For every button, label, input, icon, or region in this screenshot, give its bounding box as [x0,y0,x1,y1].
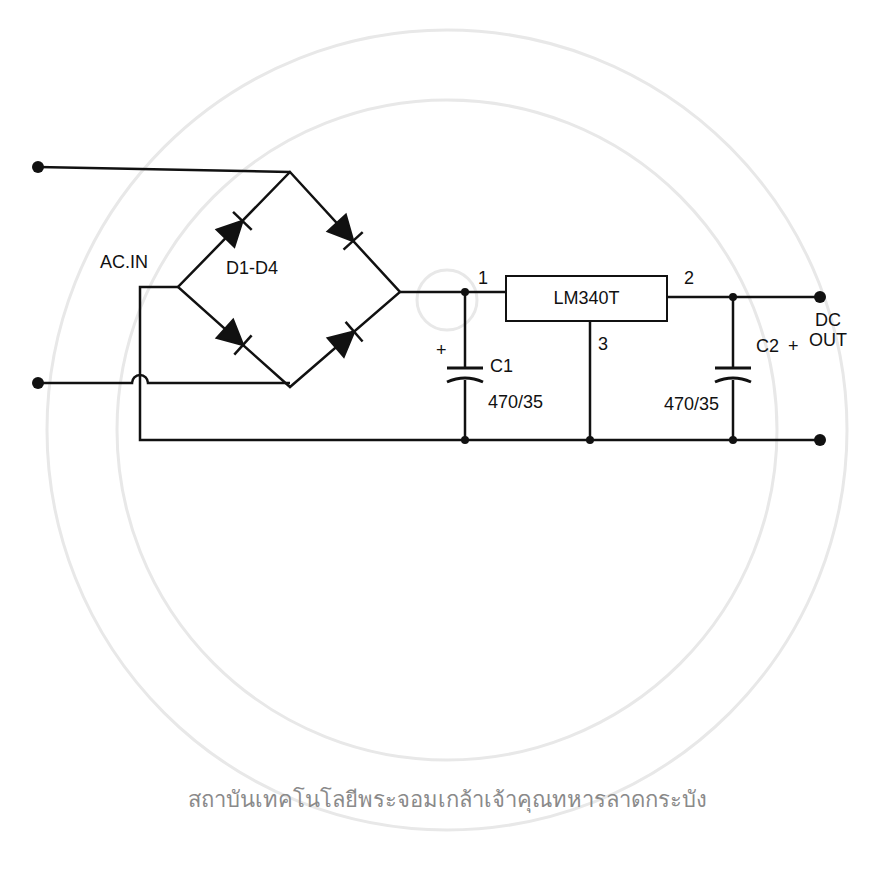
part-label: D1-D4 [226,258,278,278]
terminal-dot [32,161,826,446]
polarity-mark: + [436,340,447,360]
wiring [38,167,820,440]
terminal-label: DC OUT [800,310,856,350]
part-label: C1 [490,356,513,376]
terminal-label: AC.IN [100,252,148,272]
part-name: LM340T [553,288,619,309]
pin-number: 2 [684,268,694,288]
part-label: C2 [756,336,779,356]
regulator-box: LM340T [505,275,668,322]
pin-number: 3 [598,334,608,354]
value-label: 470/35 [488,392,543,412]
seal-watermark [47,30,847,830]
diode-symbol [216,212,362,357]
polarity-mark: + [788,336,799,356]
pin-number: 1 [478,268,488,288]
value-label: 470/35 [664,394,719,414]
watermark: สถาบันเทคโนโลยีพระจอมเกล้าเจ้าคุณทหารลาด… [188,790,707,810]
